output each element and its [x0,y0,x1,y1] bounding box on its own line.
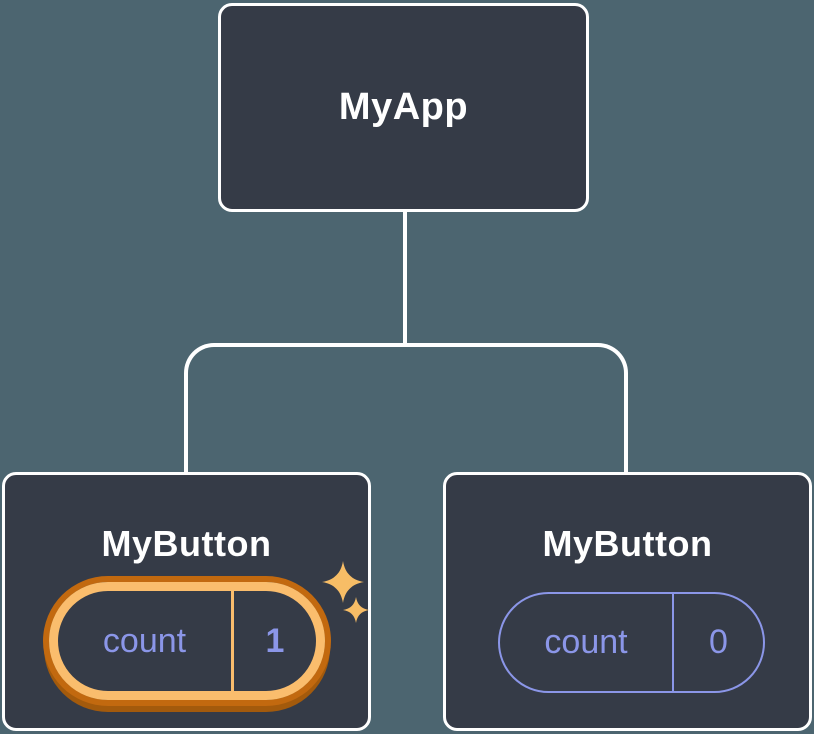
state-pill: count 0 [498,592,765,693]
root-node: MyApp [218,3,589,212]
connector-stem [403,212,407,347]
state-value: 0 [709,623,728,661]
pill-divider [231,591,234,691]
child-node-right: MyButton count 0 [443,472,812,731]
connector-branch [184,343,628,473]
child-node-label: MyButton [542,523,713,564]
state-key: count [102,621,187,660]
child-node-label: MyButton [101,523,272,564]
sparkle-large-icon [322,561,364,603]
pill-divider [672,594,674,691]
state-value: 1 [265,621,285,660]
root-node-label: MyApp [338,86,469,128]
child-node-left: MyButton count 1 [2,472,371,731]
state-key: count [544,623,628,661]
state-pill-highlighted: count 1 [49,582,325,700]
sparkle-small-icon [343,597,369,623]
